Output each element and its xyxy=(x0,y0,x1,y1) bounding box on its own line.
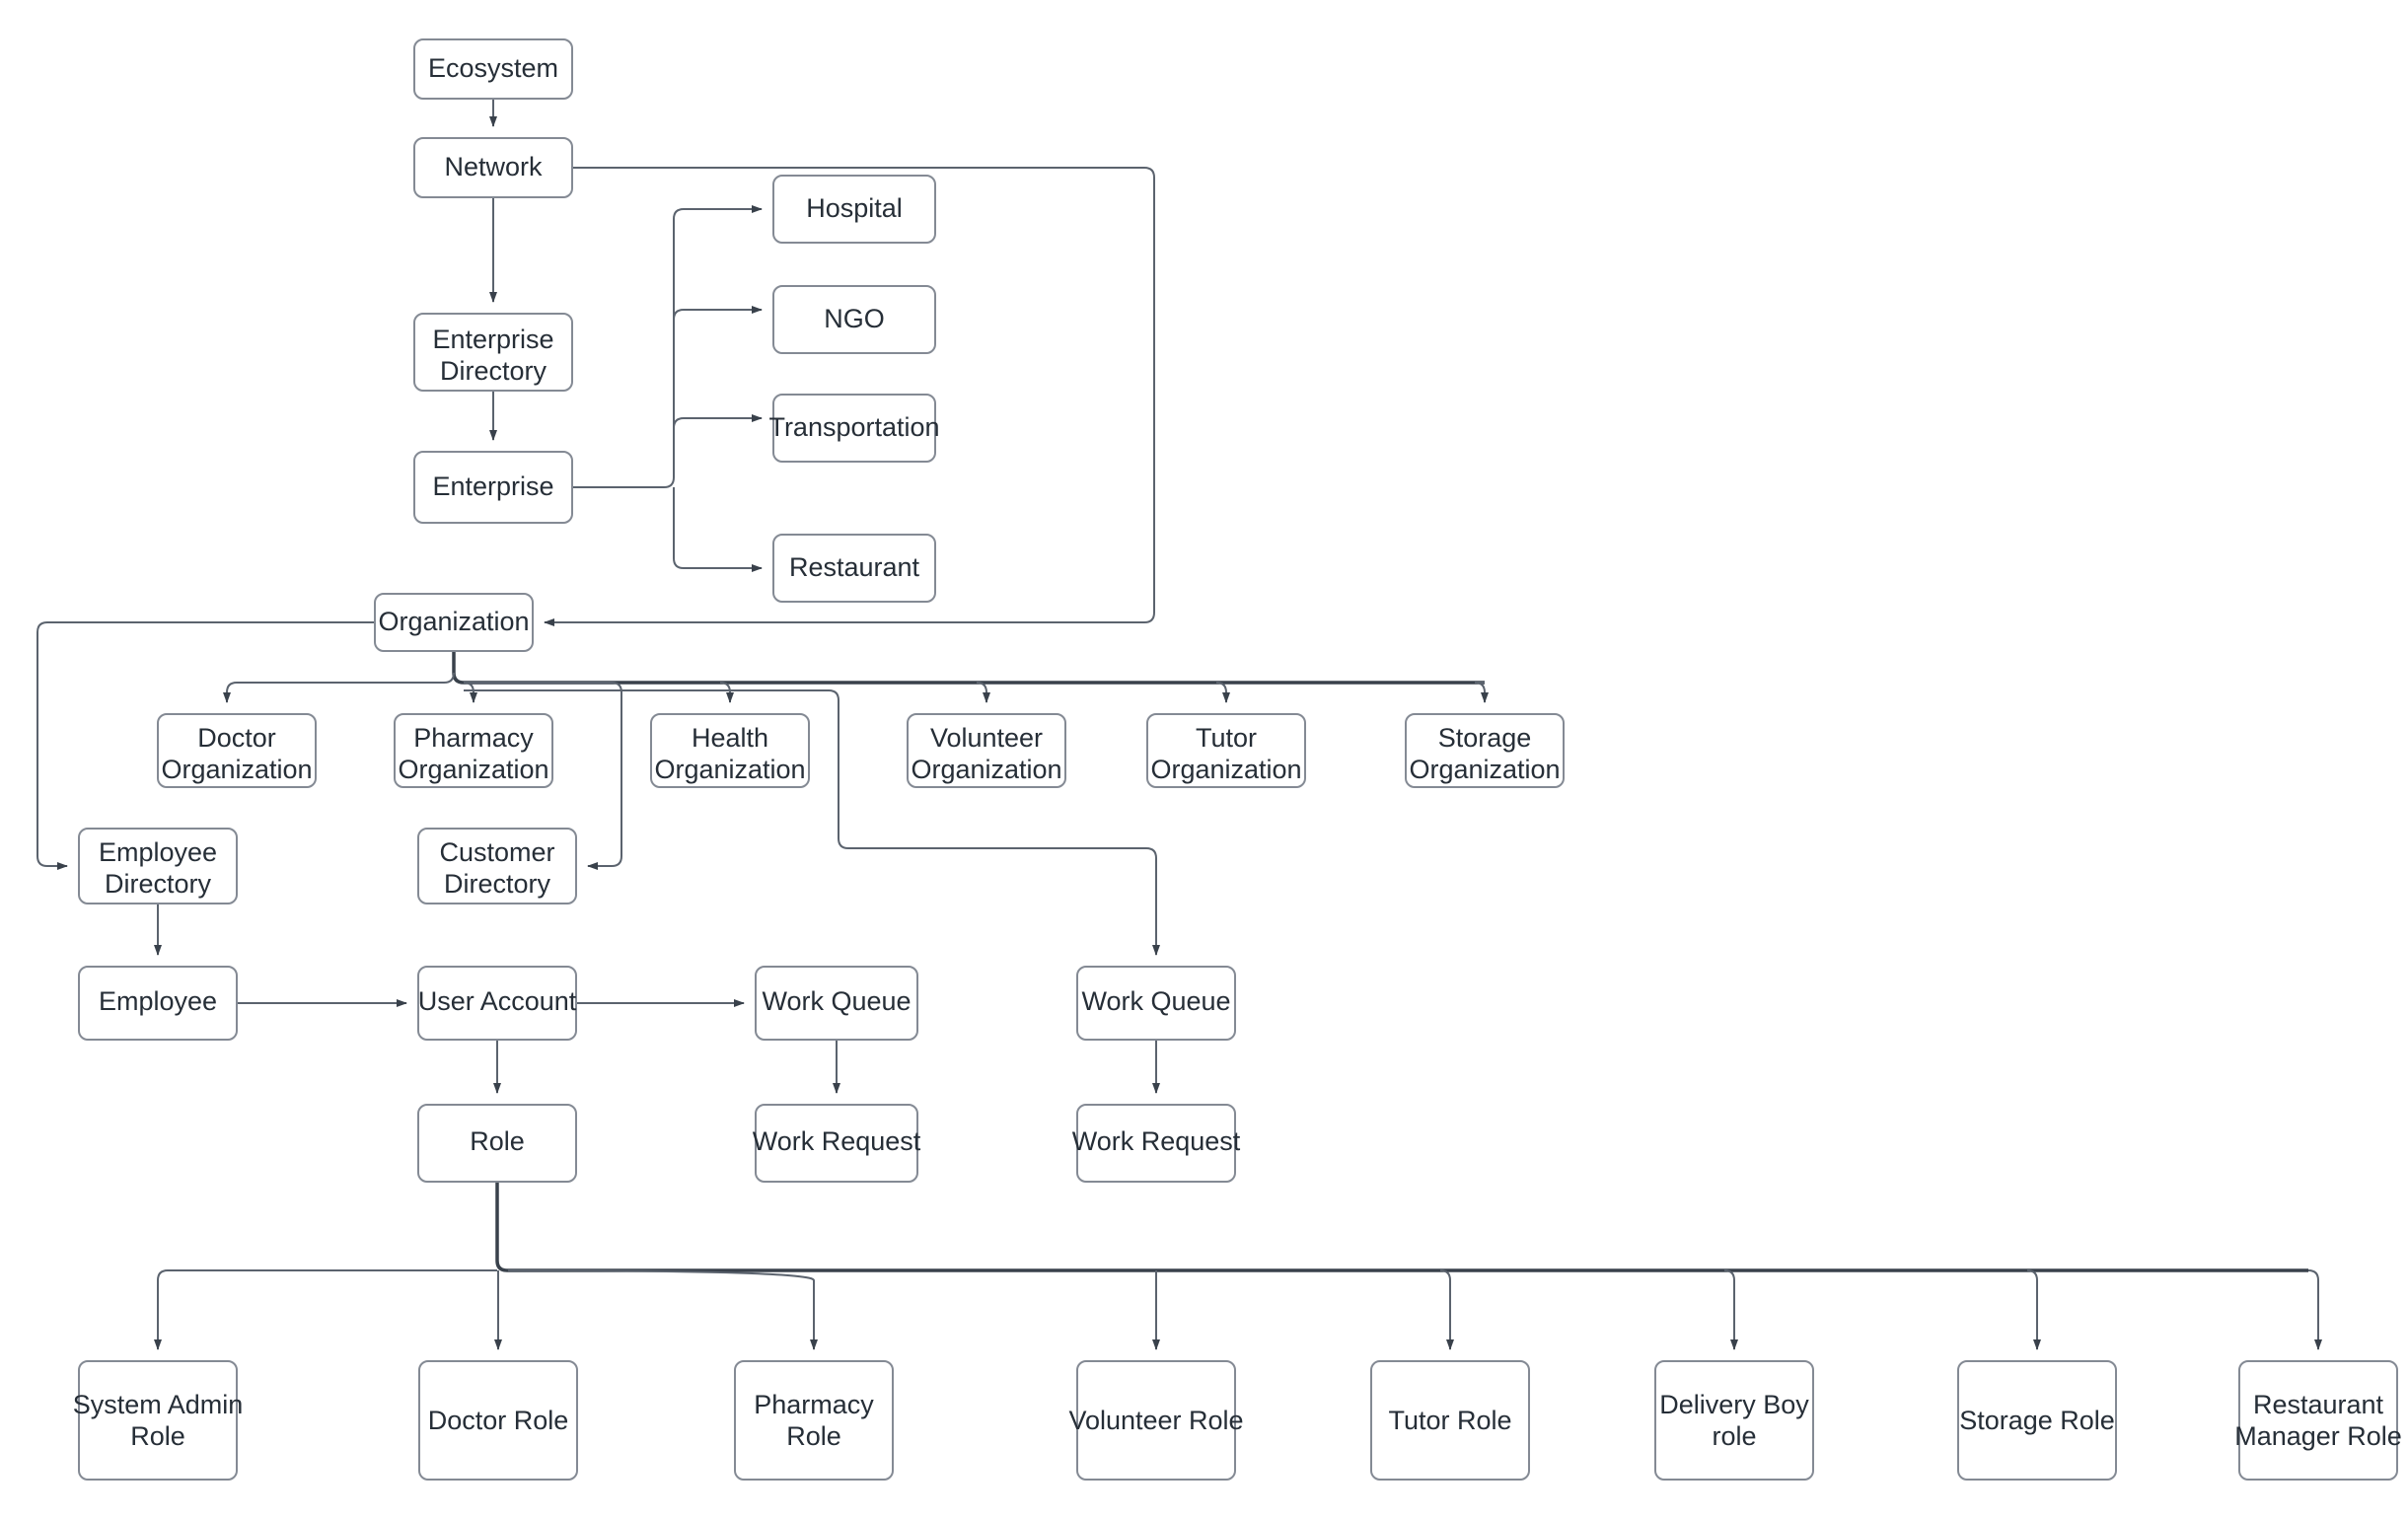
node-delivery-boy-role[interactable]: Delivery Boy role xyxy=(1654,1360,1814,1481)
node-ecosystem[interactable]: Ecosystem xyxy=(413,38,573,100)
node-employee[interactable]: Employee xyxy=(78,966,238,1041)
edge-role-pharmacy-role xyxy=(507,1269,818,1350)
node-storage-role[interactable]: Storage Role xyxy=(1957,1360,2117,1481)
node-role[interactable]: Role xyxy=(417,1104,577,1183)
node-network[interactable]: Network xyxy=(413,137,573,198)
node-transportation[interactable]: Transportation xyxy=(768,394,940,463)
node-employee-directory[interactable]: Employee Directory xyxy=(78,828,238,904)
node-volunteer-organization[interactable]: Volunteer Organization xyxy=(907,713,1066,788)
node-user-account[interactable]: User Account xyxy=(417,966,577,1041)
edge-enterprise-spine xyxy=(572,205,763,488)
node-customer-directory[interactable]: Customer Directory xyxy=(417,828,577,904)
edge-organization-spine xyxy=(452,651,1485,685)
node-restaurant[interactable]: Restaurant xyxy=(772,534,936,603)
edge-role-system-admin-role xyxy=(154,1269,497,1350)
node-work-queue-right[interactable]: Work Queue xyxy=(1076,966,1236,1041)
edge-organization-volunteer-org xyxy=(976,682,990,703)
edge-organization-health-org xyxy=(719,682,734,703)
node-enterprise[interactable]: Enterprise xyxy=(413,451,573,524)
node-health-organization[interactable]: Health Organization xyxy=(650,713,810,788)
node-work-queue-left[interactable]: Work Queue xyxy=(755,966,918,1041)
node-restaurant-manager-role[interactable]: Restaurant Manager Role xyxy=(2234,1360,2402,1481)
node-tutor-organization[interactable]: Tutor Organization xyxy=(1146,713,1306,788)
node-storage-organization[interactable]: Storage Organization xyxy=(1405,713,1565,788)
edge-layer xyxy=(36,99,2322,1350)
edge-organization-doctor-org xyxy=(223,672,455,703)
node-pharmacy-organization[interactable]: Pharmacy Organization xyxy=(394,713,553,788)
node-volunteer-role[interactable]: Volunteer Role xyxy=(1068,1360,1244,1481)
edge-organization-pharmacy-org xyxy=(463,682,477,703)
node-doctor-role[interactable]: Doctor Role xyxy=(418,1360,578,1481)
edge-organization-storage-org xyxy=(1474,682,1489,703)
node-work-request-left[interactable]: Work Request xyxy=(753,1104,921,1183)
edge-organization-customer-directory xyxy=(464,682,622,870)
node-system-admin-role[interactable]: System Admin Role xyxy=(73,1360,244,1481)
node-hospital[interactable]: Hospital xyxy=(772,175,936,244)
edge-enterprise-ngo xyxy=(673,306,763,321)
edge-role-delivery-boy-role xyxy=(1723,1269,1738,1350)
node-doctor-organization[interactable]: Doctor Organization xyxy=(157,713,317,788)
node-enterprise-directory[interactable]: Enterprise Directory xyxy=(413,313,573,392)
edge-enterprise-restaurant xyxy=(673,487,763,572)
node-work-request-right[interactable]: Work Request xyxy=(1072,1104,1241,1183)
node-pharmacy-role[interactable]: Pharmacy Role xyxy=(734,1360,894,1481)
edge-role-restaurant-manager-role xyxy=(2307,1269,2322,1350)
edge-organization-tutor-org xyxy=(1215,682,1230,703)
edge-role-spine xyxy=(495,1182,2308,1272)
node-tutor-role[interactable]: Tutor Role xyxy=(1370,1360,1530,1481)
edge-role-tutor-role xyxy=(1439,1269,1454,1350)
node-organization[interactable]: Organization xyxy=(374,593,534,652)
edge-network-organization xyxy=(544,167,1155,626)
node-layer: Ecosystem Network Enterprise Directory E… xyxy=(73,38,2402,1481)
edge-organization-employee-directory xyxy=(36,621,375,870)
edge-role-storage-role xyxy=(2026,1269,2041,1350)
edge-enterprise-transportation xyxy=(673,414,763,429)
node-ngo[interactable]: NGO xyxy=(772,285,936,354)
edge-organization-work-queue-right xyxy=(464,689,1160,956)
